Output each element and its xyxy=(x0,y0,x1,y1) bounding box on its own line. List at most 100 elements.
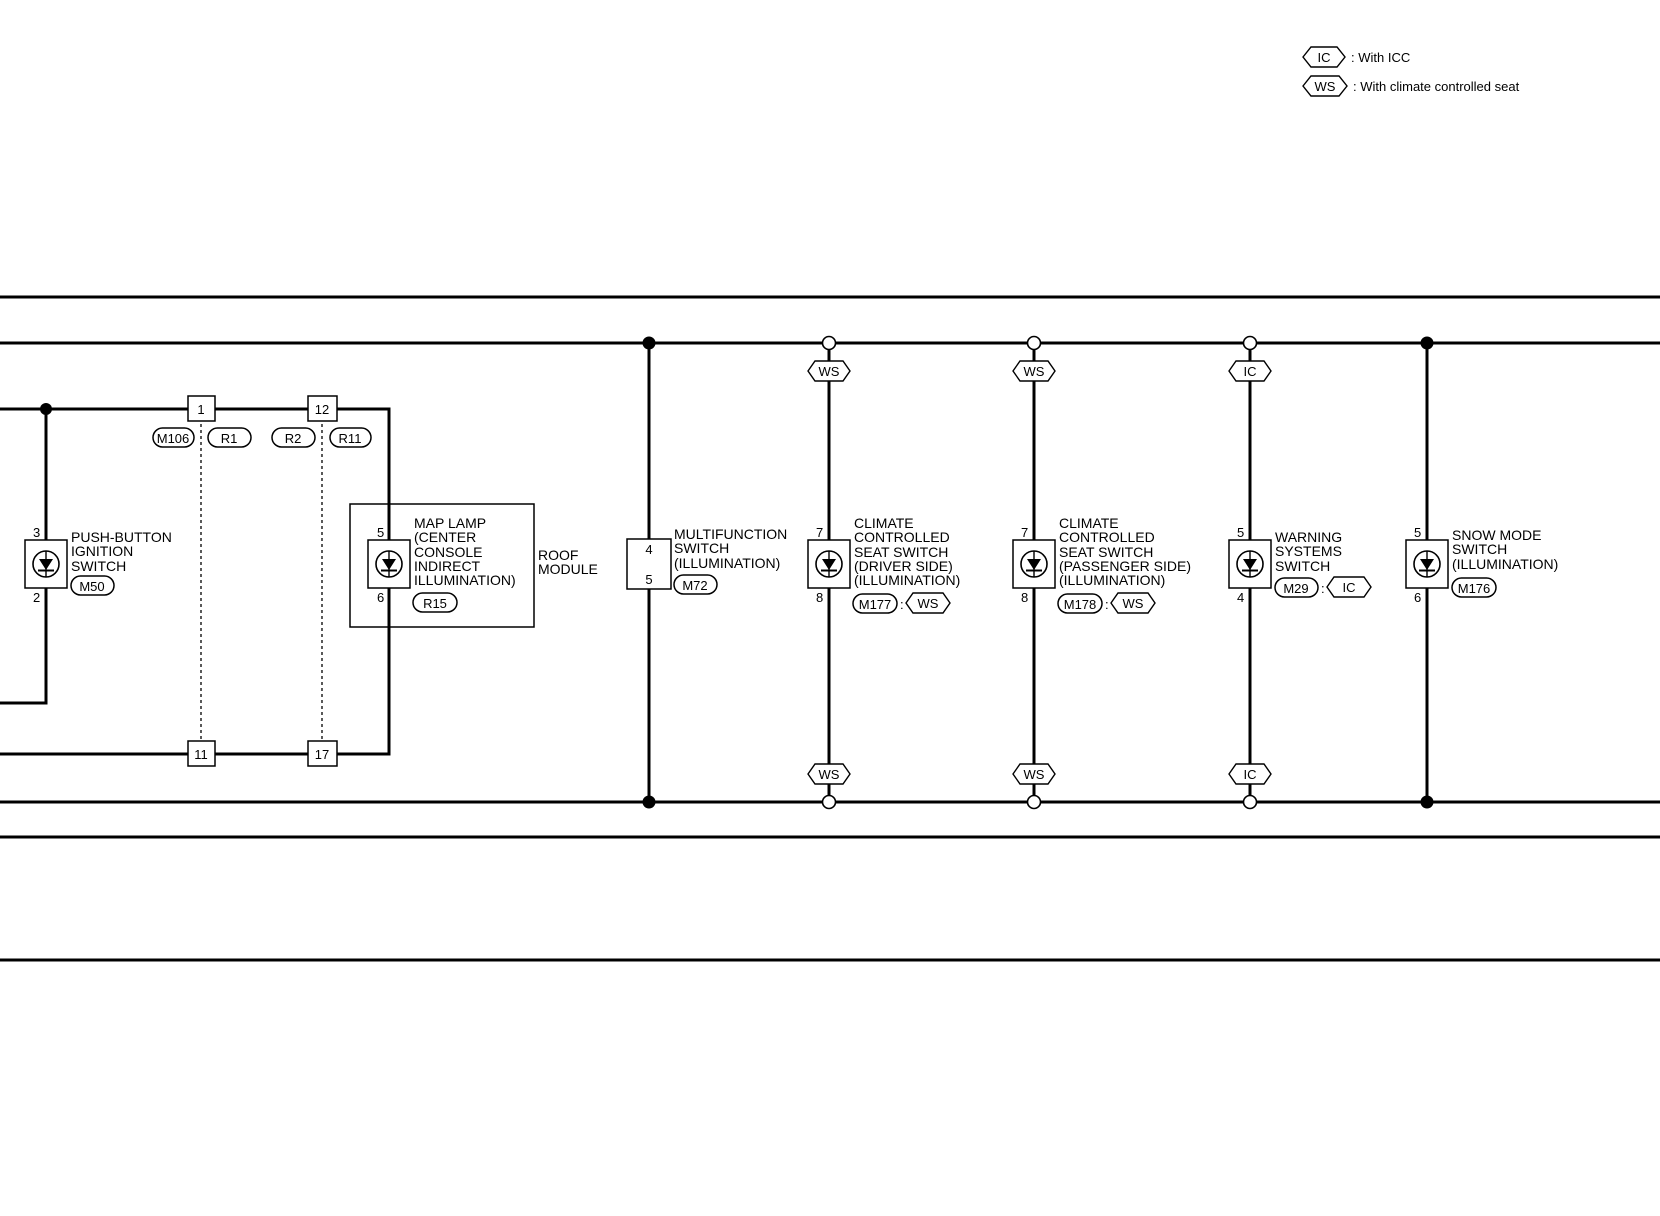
junction-dot xyxy=(642,795,656,809)
component-label: SEAT SWITCH xyxy=(854,544,948,560)
pin-number: 5 xyxy=(1237,525,1244,540)
component-label: CONTROLLED xyxy=(854,529,950,545)
multifunction-connector-box xyxy=(626,538,672,590)
pin-number: 6 xyxy=(1414,590,1421,605)
legend-ws: WS : With climate controlled seat xyxy=(1302,75,1520,97)
component-label: (DRIVER SIDE) xyxy=(854,558,953,574)
illumination-lamp-icon xyxy=(24,539,68,589)
legend-ic-tag-text: IC xyxy=(1318,50,1331,65)
component-label: WARNING xyxy=(1275,529,1342,545)
ws-option-tag xyxy=(807,763,851,785)
pin-number: 8 xyxy=(1021,590,1028,605)
option-splice-circle xyxy=(1242,335,1258,351)
connector-M178 xyxy=(1057,593,1103,614)
ws-option-tag xyxy=(1110,592,1156,614)
connector-label: M177 xyxy=(859,597,892,612)
pin-number: 5 xyxy=(1414,525,1421,540)
option-splice-circle xyxy=(821,335,837,351)
connector-M177 xyxy=(852,593,898,614)
component-label: MAP LAMP xyxy=(414,515,486,531)
component-label: (ILLUMINATION) xyxy=(674,555,780,571)
svg-text:WS: WS xyxy=(819,364,840,379)
connector-label: M50 xyxy=(79,579,104,594)
warning-systems-switch: IC IC 5 4 WARNING SYSTEMS SWITCH M29 : I… xyxy=(1228,335,1372,810)
connector-label: R15 xyxy=(423,596,447,611)
separator: : xyxy=(1321,581,1325,596)
push-button-ignition-switch: 3 2 PUSH-BUTTON IGNITION SWITCH M50 xyxy=(24,525,172,605)
junction-dot xyxy=(1420,795,1434,809)
option-splice-circle xyxy=(1026,335,1042,351)
svg-text:WS: WS xyxy=(1024,767,1045,782)
pin-number: 6 xyxy=(377,590,384,605)
svg-text:WS: WS xyxy=(1024,364,1045,379)
illumination-lamp-icon xyxy=(367,539,411,589)
component-label: INDIRECT xyxy=(414,558,481,574)
connector-M50 xyxy=(70,575,115,596)
illumination-lamp-icon xyxy=(1405,539,1449,589)
component-label: SWITCH xyxy=(674,540,729,556)
harness-terminal-1: 1 xyxy=(187,395,216,422)
map-lamp-roof-module: 5 6 MAP LAMP (CENTER CONSOLE INDIRECT IL… xyxy=(349,503,598,628)
pin-number: 3 xyxy=(33,525,40,540)
separator: : xyxy=(900,597,904,612)
ws-option-tag xyxy=(1012,763,1056,785)
climate-seat-switch-passenger: WS WS 7 8 CLIMATE CONTROLLED SEAT SWITCH… xyxy=(1012,335,1191,810)
legend: IC : With ICC WS : With climate controll… xyxy=(1302,46,1520,97)
connector-R11: R11 xyxy=(329,427,372,448)
pin-number: 5 xyxy=(645,572,652,587)
ic-option-tag xyxy=(1228,360,1272,382)
legend-ws-text: : With climate controlled seat xyxy=(1353,79,1520,94)
pin-number: 7 xyxy=(816,525,823,540)
illumination-lamp-icon xyxy=(807,539,851,589)
component-label: SYSTEMS xyxy=(1275,543,1342,559)
component-label: (ILLUMINATION) xyxy=(1452,556,1558,572)
component-label: CLIMATE xyxy=(854,515,914,531)
svg-text:R11: R11 xyxy=(339,431,362,446)
component-label: (ILLUMINATION) xyxy=(1059,572,1165,588)
climate-seat-switch-driver: WS WS 7 8 CLIMATE CONTROLLED SEAT SWITCH… xyxy=(807,335,960,810)
svg-text:M106: M106 xyxy=(157,431,190,446)
component-label: PUSH-BUTTON xyxy=(71,529,172,545)
component-label: SNOW MODE xyxy=(1452,527,1541,543)
harness-terminal-17: 17 xyxy=(307,740,338,767)
component-label: SEAT SWITCH xyxy=(1059,544,1153,560)
illumination-lamp-icon xyxy=(1228,539,1272,589)
svg-text:IC: IC xyxy=(1244,364,1257,379)
component-label: IGNITION xyxy=(71,543,133,559)
option-splice-circle xyxy=(821,794,837,810)
svg-text:17: 17 xyxy=(315,747,329,762)
harness-terminal-12: 12 xyxy=(307,395,338,422)
svg-text:R2: R2 xyxy=(285,431,302,446)
component-label: SWITCH xyxy=(71,558,126,574)
ws-option-tag xyxy=(905,592,951,614)
component-label: CLIMATE xyxy=(1059,515,1119,531)
component-label: SWITCH xyxy=(1275,558,1330,574)
left-wiring: 1 12 11 17 M106 R1 R2 R11 xyxy=(0,395,391,767)
connector-M176 xyxy=(1451,577,1497,598)
connector-M72 xyxy=(673,574,718,595)
pin-number: 7 xyxy=(1021,525,1028,540)
pin-number: 4 xyxy=(645,542,652,557)
pin-number: 2 xyxy=(33,590,40,605)
push-button-wire xyxy=(0,409,48,705)
component-label: MULTIFUNCTION xyxy=(674,526,787,542)
roof-module-box xyxy=(349,503,535,628)
connector-M106: M106 xyxy=(152,427,195,448)
svg-text:12: 12 xyxy=(315,402,329,417)
legend-ic-text: : With ICC xyxy=(1351,50,1410,65)
svg-text:IC: IC xyxy=(1343,580,1356,595)
connector-label: M29 xyxy=(1283,581,1308,596)
connector-label: M72 xyxy=(682,578,707,593)
separator: : xyxy=(1105,597,1109,612)
connector-label: M176 xyxy=(1458,581,1491,596)
component-label: ILLUMINATION) xyxy=(414,572,516,588)
pin-number: 5 xyxy=(377,525,384,540)
connector-R15 xyxy=(412,592,458,613)
illumination-lamp-icon xyxy=(1012,539,1056,589)
junction-dot xyxy=(642,336,656,350)
svg-text:WS: WS xyxy=(1123,596,1144,611)
ic-option-tag xyxy=(1326,576,1372,598)
module-label: ROOF xyxy=(538,547,578,563)
ws-option-tag xyxy=(807,360,851,382)
